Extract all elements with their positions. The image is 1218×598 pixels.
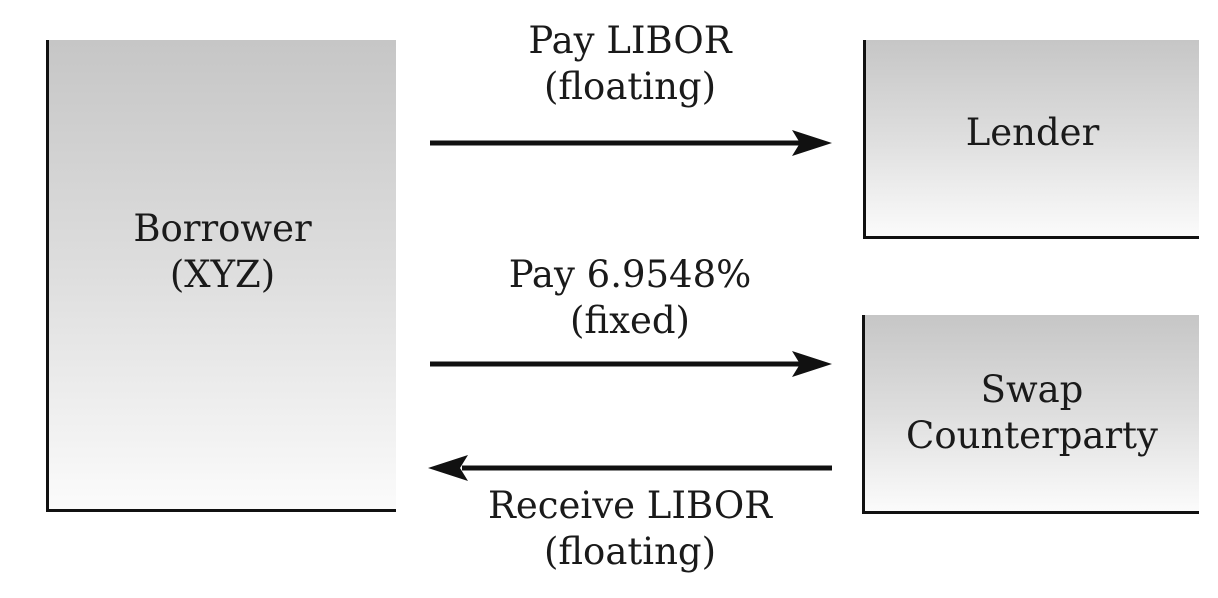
arrow-pay-libor-head [792,130,832,156]
borrower-box: Borrower (XYZ) [46,40,396,512]
arrow-pay-fixed [430,351,832,377]
pay-fixed-label-line1: Pay 6.9548% [508,253,752,296]
pay-libor-label-line1: Pay LIBOR [528,19,732,62]
arrow-pay-fixed-head [792,351,832,377]
borrower-sublabel: (XYZ) [169,253,276,296]
receive-libor-label-line2: (floating) [543,530,717,573]
lender-box: Lender [863,40,1199,239]
pay-fixed-label: Pay 6.9548% (fixed) [430,252,830,344]
lender-label: Lender [965,111,1100,154]
swap-counterparty-label-line2: Counterparty [906,414,1158,457]
borrower-box-content: Borrower (XYZ) [133,206,311,298]
arrow-pay-libor [430,130,832,156]
pay-fixed-label-line2: (fixed) [570,299,690,342]
swap-counterparty-box: Swap Counterparty [862,315,1199,514]
swap-counterparty-label-line1: Swap [980,368,1084,411]
receive-libor-label: Receive LIBOR (floating) [430,483,830,575]
pay-libor-label-line2: (floating) [543,65,717,108]
lender-box-content: Lender [966,110,1100,156]
arrow-receive-libor-head [428,455,468,481]
receive-libor-label-line1: Receive LIBOR [487,484,773,527]
pay-libor-label: Pay LIBOR (floating) [430,18,830,110]
borrower-label: Borrower [133,207,312,250]
swap-counterparty-box-content: Swap Counterparty [906,367,1158,459]
arrow-receive-libor [428,455,832,481]
